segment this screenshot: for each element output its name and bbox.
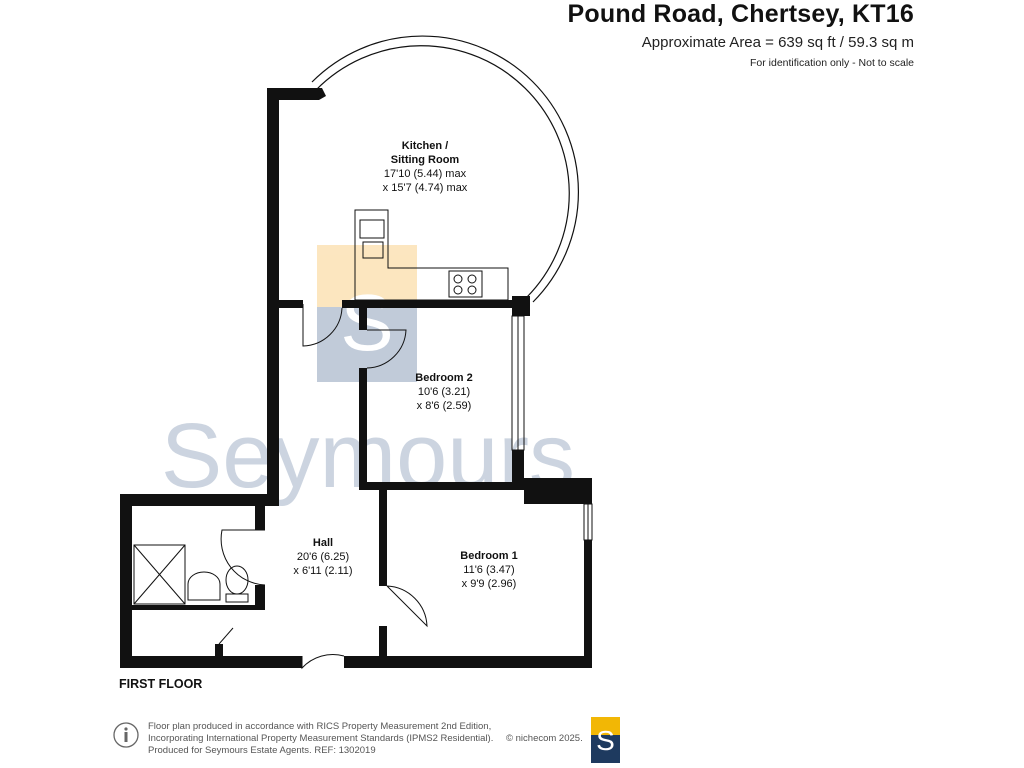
watermark-logo-top (317, 245, 417, 307)
hall-dimension-1: 20'6 (6.25) (297, 551, 349, 563)
bedroom2-name: Bedroom 2 (415, 372, 472, 384)
seymours-logo: S (591, 717, 620, 763)
kitchen-name-line1: Kitchen / (402, 140, 448, 152)
hob-icon (448, 270, 483, 298)
info-icon (113, 722, 139, 748)
bedroom1-dimension-1: 11'6 (3.47) (463, 564, 514, 576)
approximate-area: Approximate Area = 639 sq ft / 59.3 sq m (641, 34, 914, 51)
copyright: © nichecom 2025. (506, 733, 583, 744)
bedroom2-dimension-2: x 8'6 (2.59) (417, 400, 472, 412)
walls (120, 88, 592, 668)
hall-name: Hall (313, 537, 333, 549)
bedroom2-dimension-1: 10'6 (3.21) (418, 386, 470, 398)
scale-note: For identification only - Not to scale (750, 57, 914, 69)
kitchen-units (354, 209, 509, 301)
kitchen-dimension-1: 17'10 (5.44) max (384, 168, 467, 180)
shower-tray-icon (133, 544, 186, 605)
kitchen-dimension-2: x 15'7 (4.74) max (383, 182, 468, 194)
curved-window-wall (311, 35, 580, 303)
doors (218, 304, 428, 670)
logo-letter: S (596, 725, 615, 756)
page-title: Pound Road, Chertsey, KT16 (567, 0, 914, 28)
basin-icon (187, 571, 221, 601)
hall-dimension-2: x 6'11 (2.11) (293, 565, 352, 577)
floor-label: FIRST FLOOR (119, 677, 203, 691)
footer-line-3: Produced for Seymours Estate Agents. REF… (148, 745, 376, 756)
bedroom1-dimension-2: x 9'9 (2.96) (462, 578, 517, 590)
bathroom-fixtures (133, 544, 249, 605)
kitchen-name-line2: Sitting Room (391, 154, 460, 166)
sink-icon (359, 219, 385, 239)
footer-line-2: Incorporating International Property Mea… (148, 733, 494, 744)
bedroom1-name: Bedroom 1 (460, 550, 517, 562)
footer-line-1: Floor plan produced in accordance with R… (148, 721, 492, 732)
footer-text: Floor plan produced in accordance with R… (148, 721, 493, 757)
drainer-icon (362, 241, 384, 259)
windows (511, 315, 593, 541)
